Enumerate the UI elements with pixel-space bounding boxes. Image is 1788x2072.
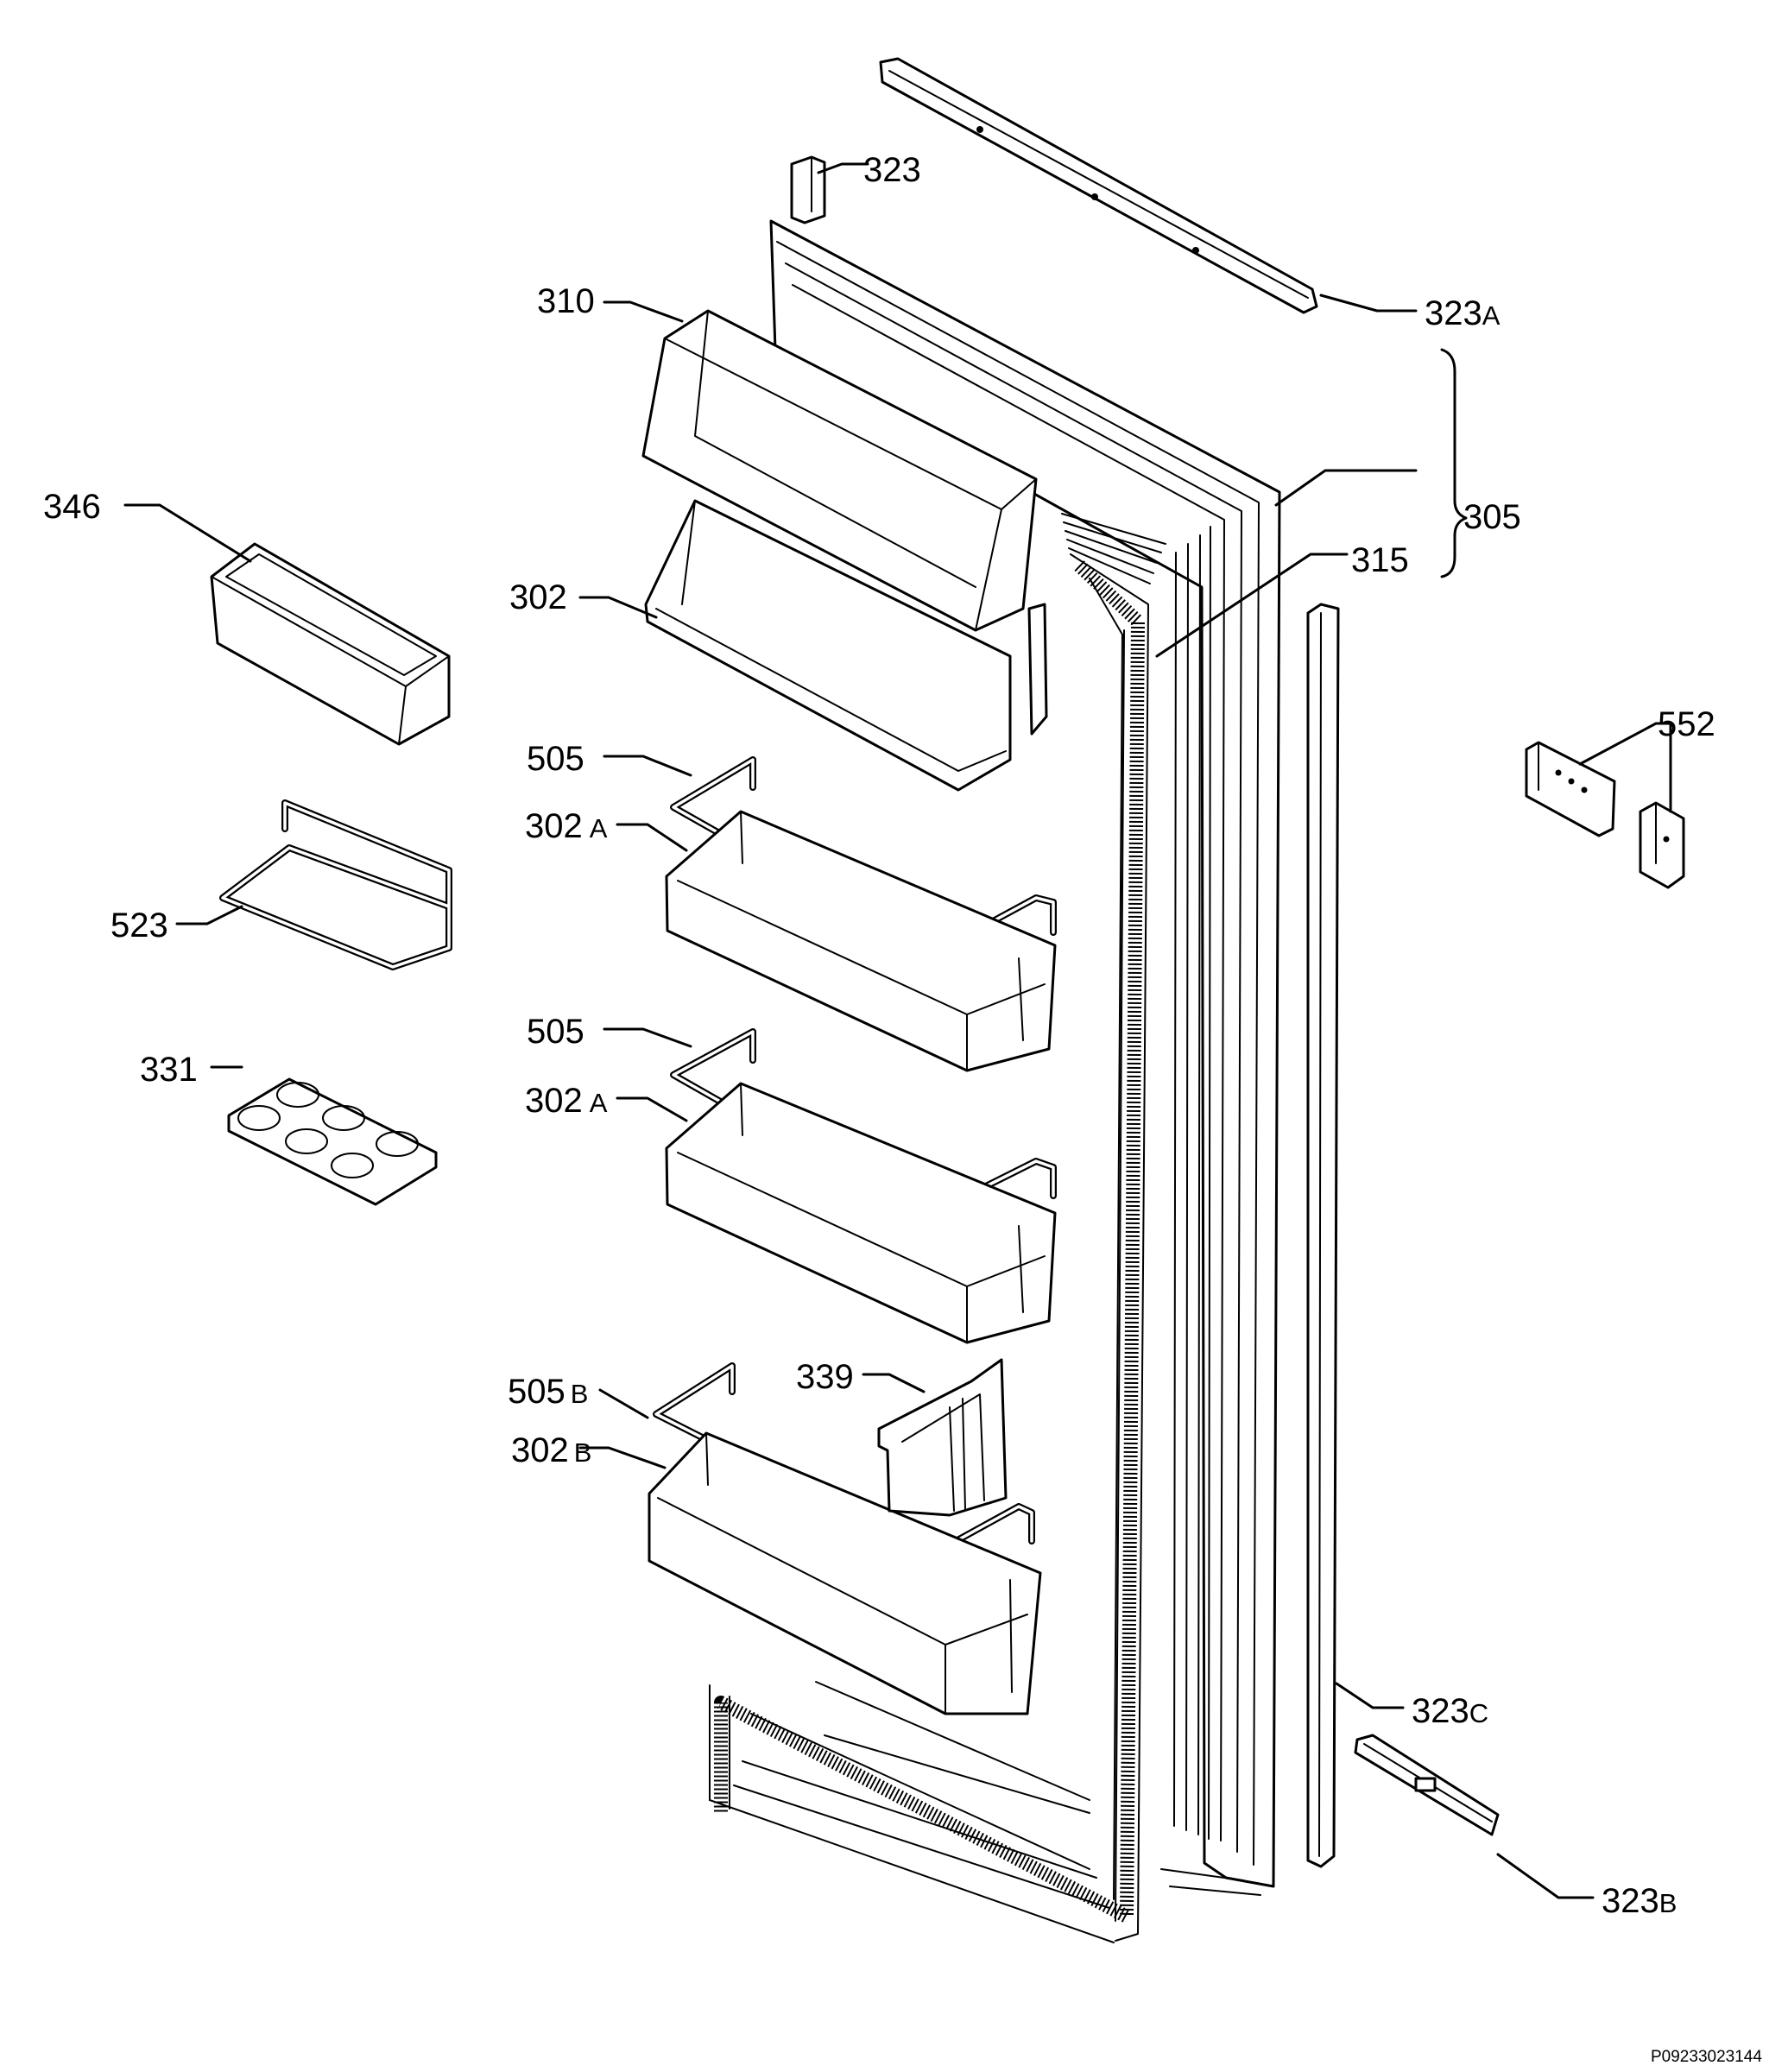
callout-302: 302 — [509, 578, 567, 616]
part-302A-upper-shelf — [665, 810, 1057, 1072]
part-339-divider — [877, 1358, 1008, 1517]
callout-505-upper: 505 — [527, 740, 584, 778]
part-323-strip — [790, 155, 826, 224]
part-346-box — [210, 542, 451, 746]
part-323B-rail — [1354, 1734, 1500, 1836]
part-302-shelf — [644, 499, 1048, 792]
callout-315: 315 — [1351, 541, 1409, 579]
callout-505-middle: 505 — [527, 1013, 584, 1051]
part-302A-middle-shelf — [665, 1082, 1057, 1344]
part-323A-rail — [879, 57, 1318, 314]
callout-323C: 323C — [1412, 1692, 1488, 1730]
callout-552: 552 — [1658, 705, 1715, 743]
part-552-brackets — [1525, 741, 1685, 889]
drawing-code: P09233023144 — [1651, 2048, 1762, 2066]
callout-323A: 323A — [1425, 294, 1501, 332]
part-331-egg-tray — [227, 1077, 438, 1206]
part-523-wire-holder — [219, 799, 452, 970]
part-302B-shelf — [648, 1431, 1042, 1715]
callout-310: 310 — [537, 282, 595, 320]
callout-331: 331 — [140, 1051, 198, 1089]
part-310-lid — [641, 309, 1038, 632]
part-323C-strip — [1306, 603, 1340, 1868]
callout-323: 323 — [863, 151, 921, 189]
callout-339: 339 — [796, 1358, 854, 1396]
callout-labels: 323 310 323A 346 305 315 302 552 505 302… — [43, 151, 1715, 1920]
door-gasket — [709, 553, 1149, 1943]
callout-323B: 323B — [1602, 1882, 1677, 1920]
callout-523: 523 — [111, 906, 168, 944]
callout-305: 305 — [1463, 498, 1521, 536]
callout-346: 346 — [43, 488, 101, 526]
leader-lines — [123, 162, 1672, 1899]
